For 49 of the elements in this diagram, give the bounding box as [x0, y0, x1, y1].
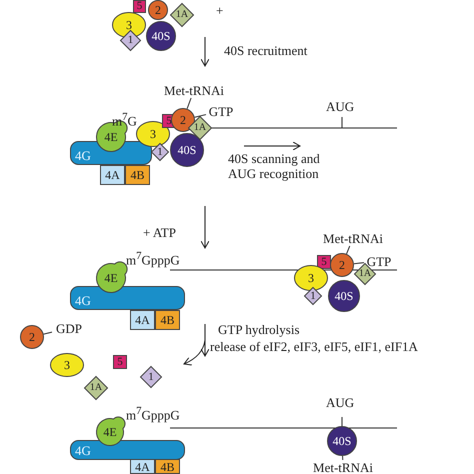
factor-diamond: 1	[140, 366, 162, 388]
factor-square: 4B	[155, 310, 180, 330]
factor-circle: 2	[148, 0, 168, 20]
step-label: release of eIF2, eIF3, eIF5, eIF1, eIF1A	[210, 340, 418, 355]
factor-square: 5	[133, 0, 146, 13]
factor-diamond: 1	[151, 143, 169, 161]
factor-square: 4A	[130, 310, 155, 330]
scaffold-bar: 4G	[70, 440, 185, 460]
factor-diamond: 1A	[170, 3, 194, 27]
leader-line	[346, 246, 350, 254]
ribosome-circle: 40S	[146, 21, 176, 51]
factor-circle: 2	[330, 253, 354, 277]
leader-line	[194, 114, 206, 118]
factor-circle: 2	[171, 108, 195, 132]
factor-diamond: 1A	[84, 376, 108, 400]
factor-square: 4A	[130, 459, 155, 474]
molecule-label: Met-tRNAi	[156, 82, 232, 98]
leader-line	[43, 332, 52, 335]
factor-ellipse: 3	[136, 121, 170, 147]
step-label: GTP hydrolysis	[218, 323, 300, 338]
molecule-label: GDP	[52, 320, 86, 336]
ribosome-circle: 40S	[327, 426, 357, 456]
factor-square: 5	[113, 355, 127, 369]
molecule-label: Met-tRNAi	[305, 460, 381, 474]
factor-square: 4B	[125, 165, 150, 185]
factor-square: 4A	[100, 165, 125, 185]
cap-label: m$^{7}$GpppG	[126, 405, 180, 424]
step-label: + ATP	[143, 226, 176, 241]
step-label: 40S scanning and AUG recognition	[228, 152, 321, 182]
ribosome-circle: 40S	[170, 133, 204, 167]
leader-line	[342, 456, 344, 460]
ribosome-circle: 40S	[328, 280, 360, 312]
cap-label: m$^{7}$GpppG	[126, 250, 180, 268]
factor-diamond: 1	[120, 30, 141, 51]
factor-square: 5	[317, 255, 331, 269]
leader-line	[186, 98, 192, 110]
plus-sign: +	[216, 4, 224, 19]
scaffold-bar: 4G	[70, 286, 185, 310]
factor-ellipse: 3	[294, 265, 328, 291]
codon-label: AUG	[326, 396, 354, 411]
factor-diamond: 1	[304, 287, 322, 305]
molecule-label: GTP	[206, 103, 236, 119]
leader-line	[353, 262, 364, 264]
factor-circle: 2	[20, 325, 44, 349]
factor-square: 4B	[155, 459, 180, 474]
step-label: 40S recruitment	[224, 44, 308, 59]
codon-label: AUG	[326, 100, 354, 115]
factor-ellipse: 3	[50, 353, 84, 377]
molecule-label: Met-tRNAi	[315, 230, 391, 246]
